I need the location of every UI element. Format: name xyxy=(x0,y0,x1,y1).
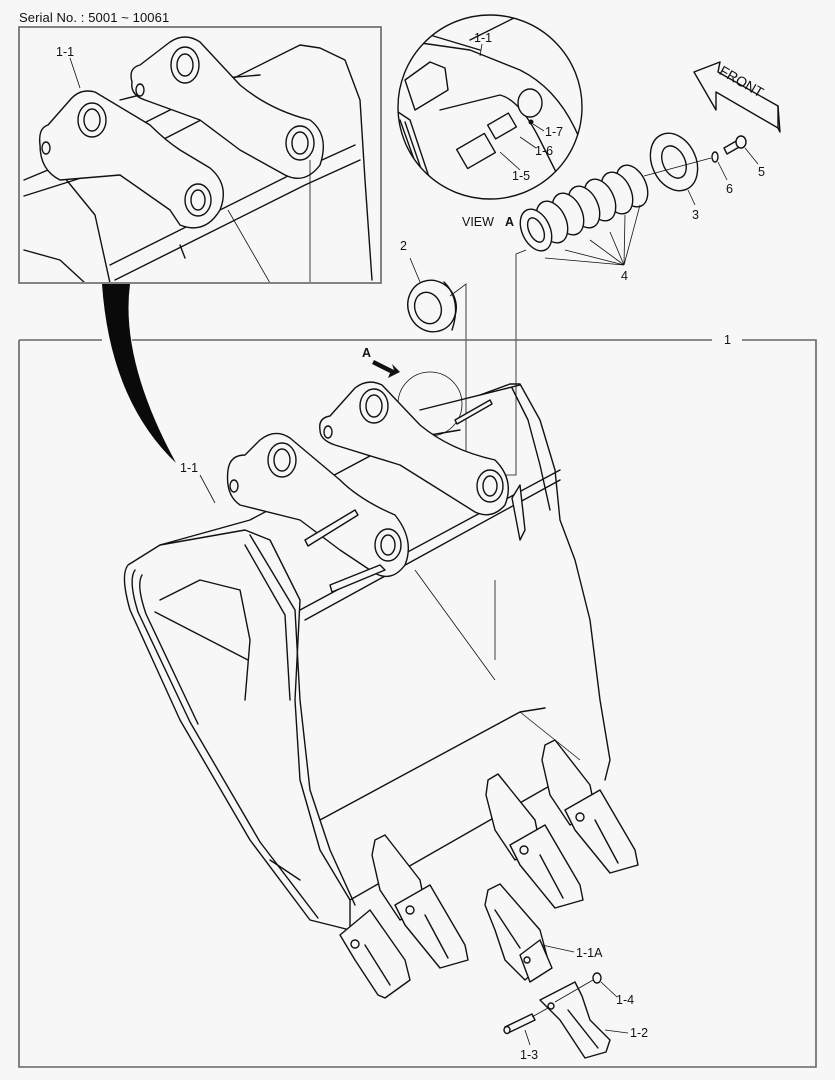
pin-1-3: 1-3 xyxy=(503,1007,549,1062)
view-a-label-1-5: 1-5 xyxy=(512,169,530,183)
tooth xyxy=(541,739,639,874)
label-1-4: 1-4 xyxy=(616,993,634,1007)
front-direction-arrow: FRONT xyxy=(693,61,781,133)
pin-boss xyxy=(77,102,107,138)
retainer-3: 3 xyxy=(649,132,699,222)
pin-boss xyxy=(184,183,212,217)
view-a-label-1-7: 1-7 xyxy=(545,125,563,139)
retainer-1-4: 1-4 xyxy=(554,972,634,1007)
tooth-adapter-1-1A xyxy=(484,883,553,983)
label-1-1A: 1-1A xyxy=(576,946,603,960)
shim-stack-4: 4 xyxy=(519,164,649,283)
view-a-label-1-6: 1-6 xyxy=(535,144,553,158)
view-a-title-letter: A xyxy=(505,215,514,229)
label-1-3: 1-3 xyxy=(520,1048,538,1062)
label-1-1: 1-1 xyxy=(180,461,198,475)
label-4: 4 xyxy=(621,269,628,283)
label-1: 1 xyxy=(724,333,731,347)
bolt-5: 5 xyxy=(723,135,765,179)
view-a-label-1-1: 1-1 xyxy=(474,31,492,45)
label-6: 6 xyxy=(726,182,733,196)
view-a-arrow-icon xyxy=(372,360,400,378)
cover-plate-1-6 xyxy=(486,112,518,140)
view-a-title: VIEW xyxy=(462,215,494,229)
bucket-body: A xyxy=(123,346,611,931)
tooth xyxy=(485,773,584,909)
view-a-circle xyxy=(397,14,583,200)
label-5: 5 xyxy=(758,165,765,179)
tooth xyxy=(339,909,411,999)
bushing-2: 2 xyxy=(400,239,467,488)
tooth xyxy=(371,834,469,969)
label-3: 3 xyxy=(692,208,699,222)
washer-6: 6 xyxy=(711,151,733,196)
side-plate-left xyxy=(123,529,351,931)
detail-inset: 1-1 xyxy=(18,26,382,284)
detail-inset-frame xyxy=(18,26,382,284)
serial-number-range: Serial No. : 5001 ~ 10061 xyxy=(19,10,170,25)
view-marker-a: A xyxy=(362,346,371,360)
label-2: 2 xyxy=(400,239,407,253)
detail-callout-connector xyxy=(102,284,176,463)
label-1-2: 1-2 xyxy=(630,1026,648,1040)
cover-plate-1-5 xyxy=(455,132,497,170)
view-a-detail: 1-1 1-7 1-6 1-5 VIEW A xyxy=(397,14,583,229)
main-assembly-frame: 1 xyxy=(18,333,817,1068)
bucket-teeth: 1-1A 1-2 1-4 1-3 xyxy=(339,739,648,1062)
inset-label-1-1: 1-1 xyxy=(56,45,74,59)
